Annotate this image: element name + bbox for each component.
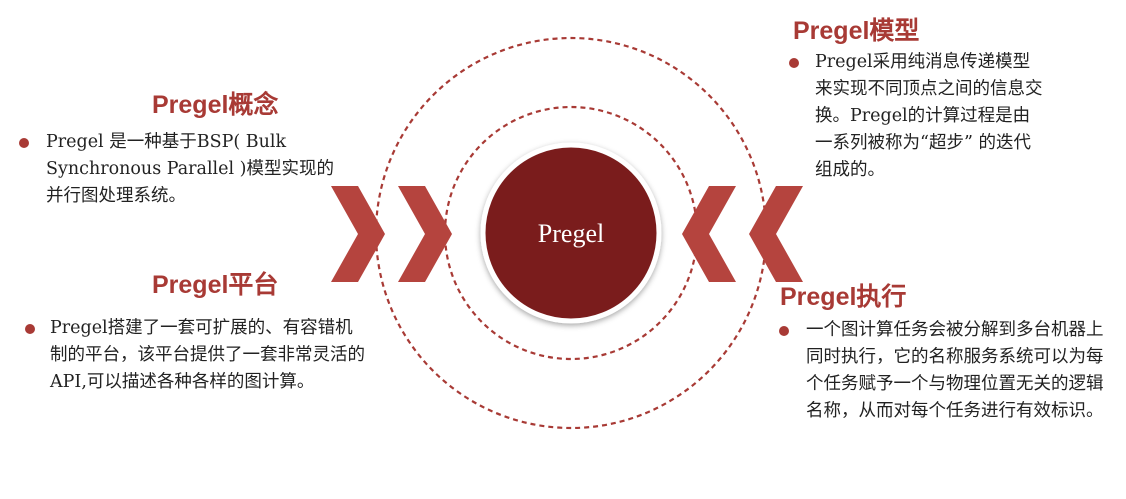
execution-bullet [779, 326, 789, 336]
center-circle [480, 142, 662, 324]
model-text: Pregel采用纯消息传递模型来实现不同顶点之间的信息交换。Pregel的计算过… [815, 52, 1043, 180]
concept-title: Pregel概念 [152, 91, 279, 119]
model-bullet [789, 58, 799, 68]
chevron-right-icon [331, 186, 385, 282]
execution-text: 一个图计算任务会被分解到多台机器上同时执行，它的名称服务系统可以为每个任务赋予一… [806, 320, 1104, 421]
concept-text: Pregel 是一种基于BSP( Bulk Synchronous Parall… [46, 132, 334, 206]
chevron-left-icon [682, 186, 736, 282]
platform-title: Pregel平台 [152, 271, 279, 299]
execution-title: Pregel执行 [780, 283, 907, 311]
model-title: Pregel模型 [793, 17, 920, 45]
platform-bullet [25, 324, 35, 334]
platform-text: Pregel搭建了一套可扩展的、有容错机制的平台，该平台提供了一套非常灵活的AP… [50, 318, 365, 392]
concept-bullet [19, 138, 29, 148]
center-label: Pregel [538, 219, 604, 248]
chevron-right-icon [398, 186, 452, 282]
chevron-left-icon [749, 186, 803, 282]
